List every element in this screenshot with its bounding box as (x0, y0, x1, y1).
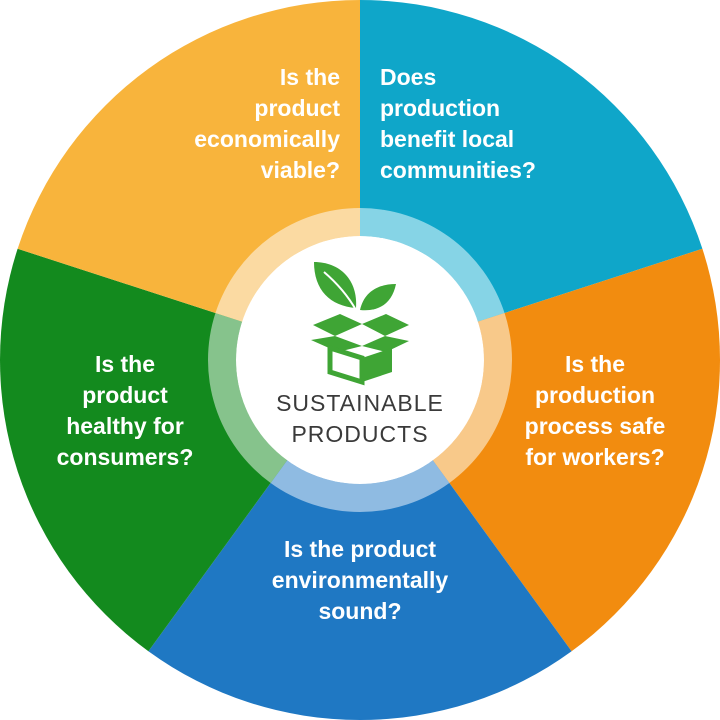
center-title: SUSTAINABLE PRODUCTS (276, 390, 444, 447)
segment-workers (148, 360, 572, 720)
ring-economic (360, 208, 505, 322)
ring-health (215, 208, 360, 322)
box-with-sprout-icon (311, 262, 409, 386)
segment-label-workers: Is the production process safe for worke… (524, 351, 666, 470)
ring-environment (208, 313, 288, 483)
segment-label-community: Does production benefit local communitie… (380, 64, 536, 183)
segment-label-economic: Is the product economically viable? (194, 64, 340, 183)
segment-label-health: Is the product healthy for consumers? (56, 351, 194, 470)
ring-workers (270, 460, 450, 512)
segment-label-environment: Is the product environmentally sound? (271, 536, 449, 624)
ring-community (432, 313, 512, 483)
